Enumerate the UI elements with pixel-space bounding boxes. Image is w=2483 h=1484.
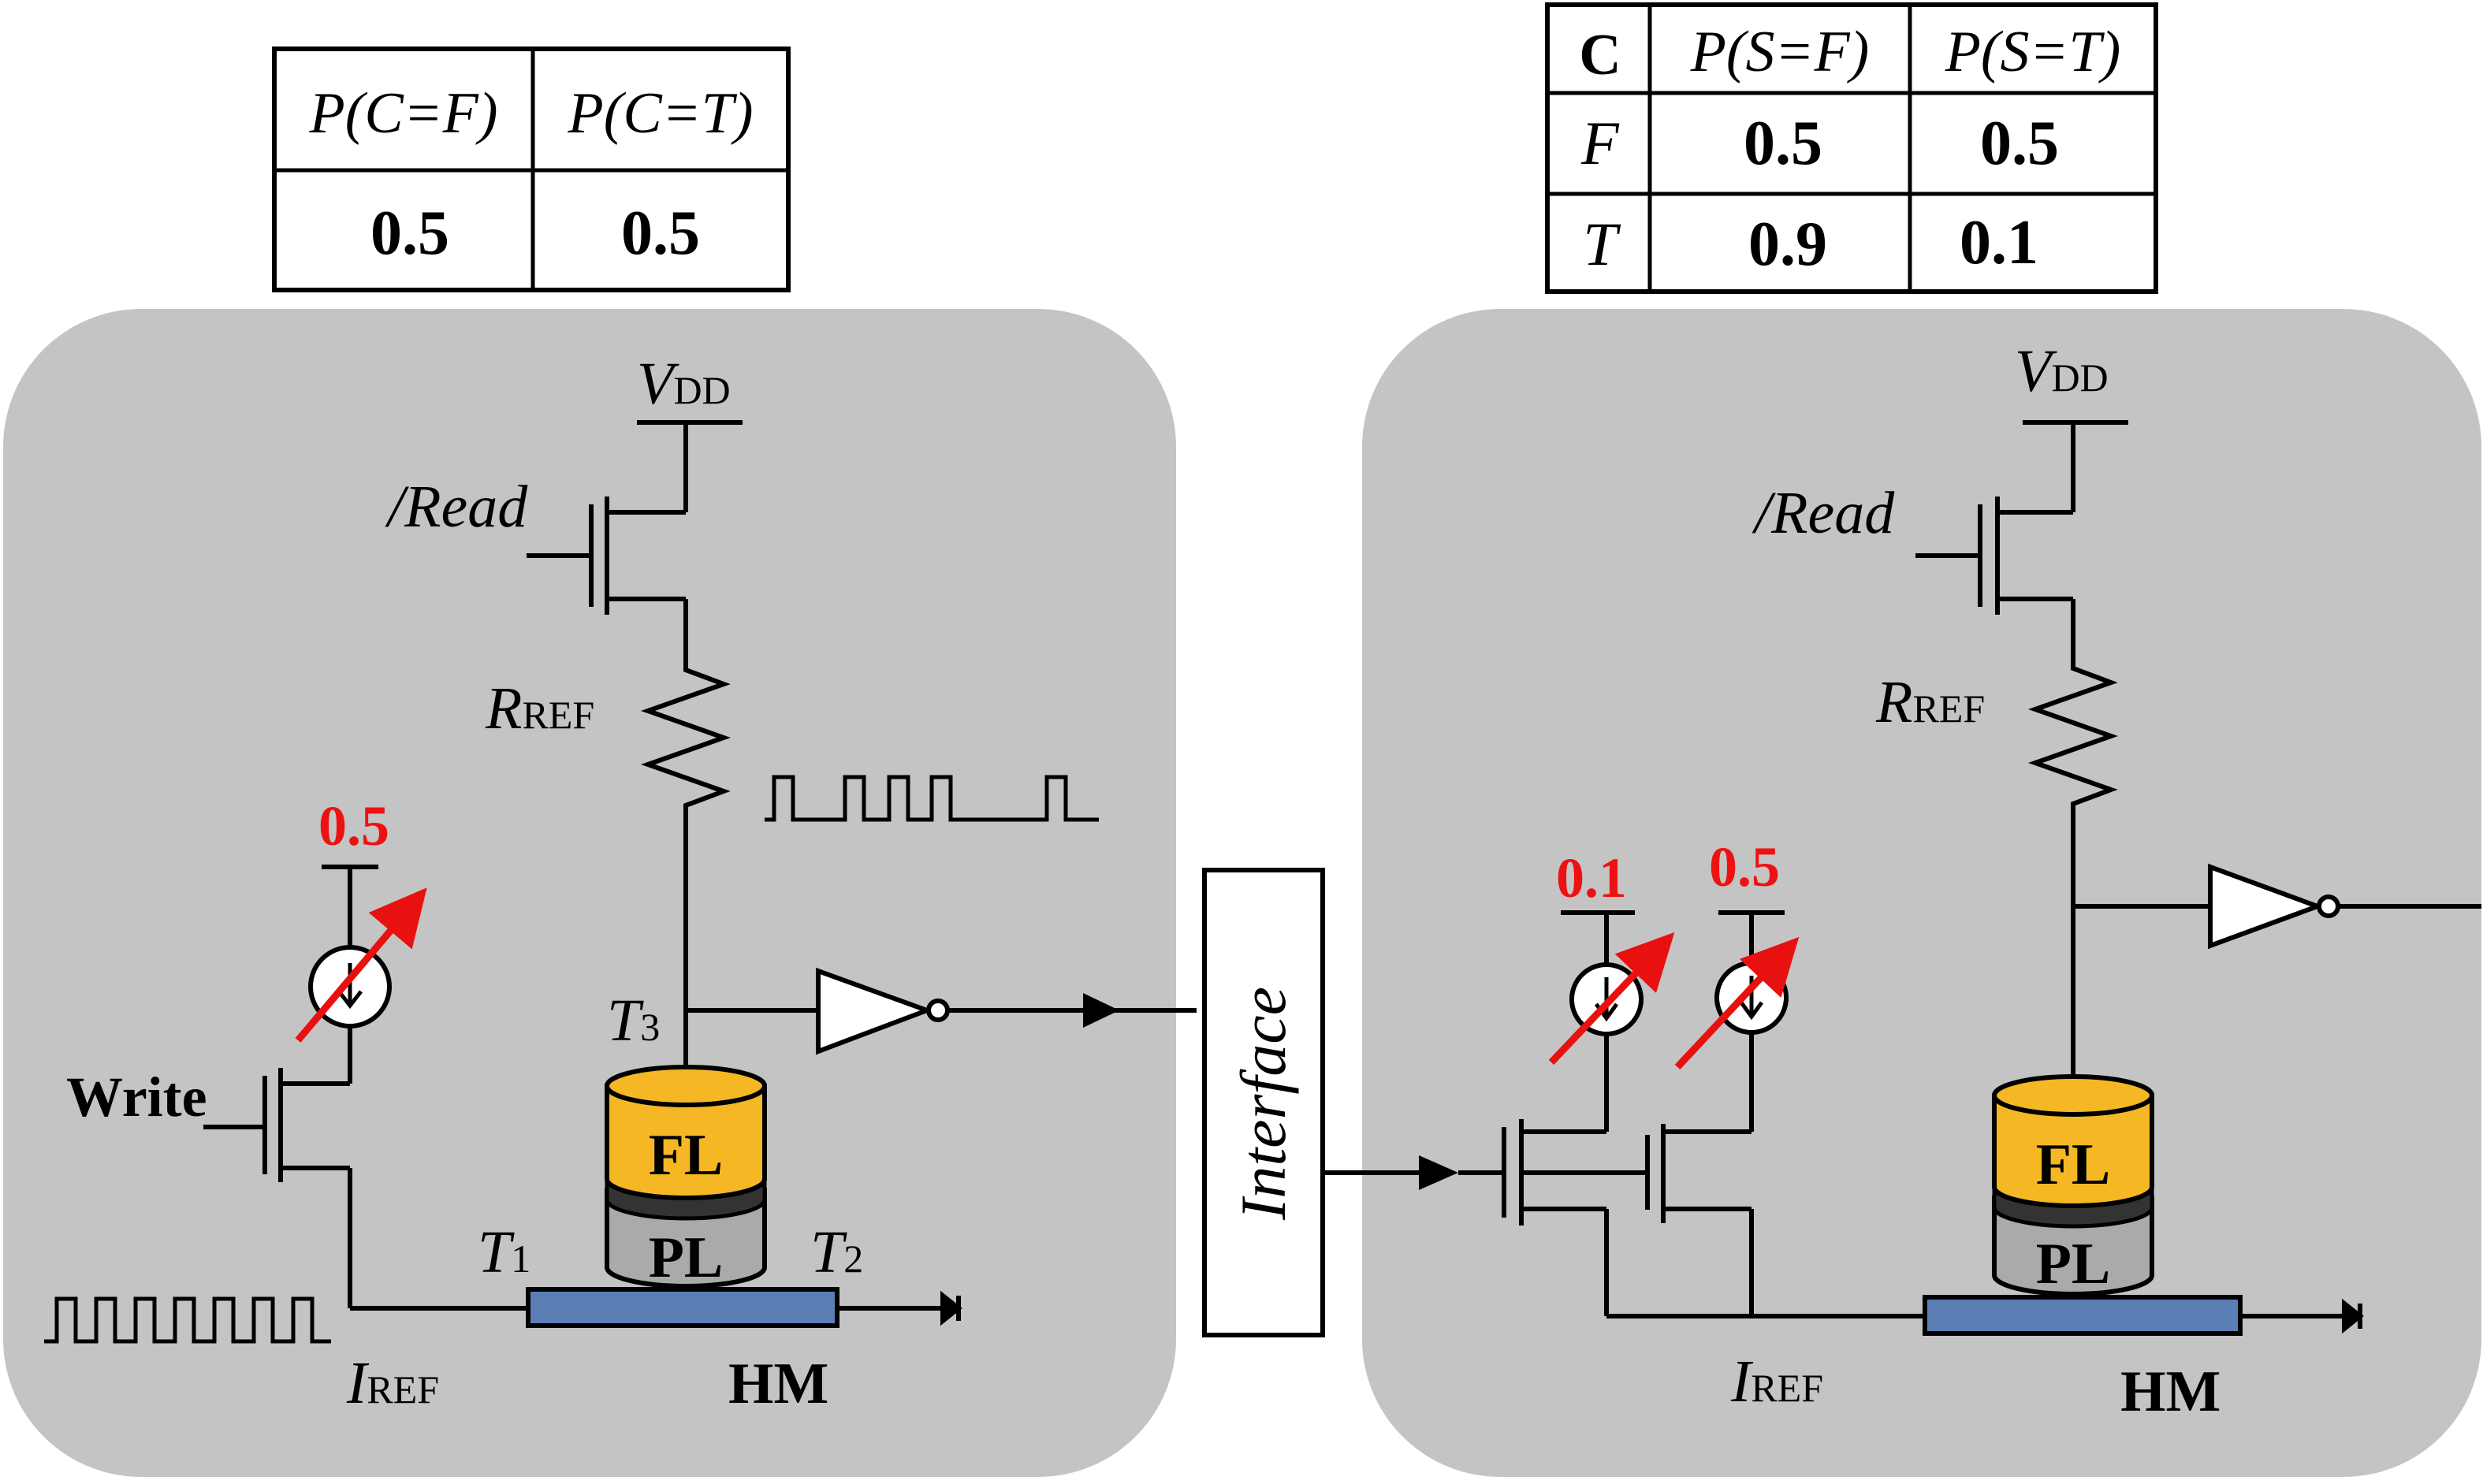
right-heavy-metal [1923, 1295, 2243, 1336]
left-t1-label: T1 [478, 1219, 530, 1285]
left-source-value: 0.5 [318, 794, 389, 857]
left-read-label: /Read [385, 474, 528, 540]
right-mtj [1923, 1074, 2243, 1336]
table-c-value-t: 0.5 [621, 199, 700, 268]
right-pl-label: PL [2036, 1232, 2111, 1296]
right-source-value-2: 0.5 [1709, 835, 1780, 898]
left-mtj [526, 1065, 839, 1328]
table-c-value-f: 0.5 [370, 199, 449, 268]
right-hm-label: HM [2120, 1359, 2221, 1424]
table-c-header-f: P(C=F) [309, 81, 498, 146]
left-t3-label: T3 [607, 987, 660, 1054]
right-iref-label: IREF [1730, 1348, 1823, 1415]
table-s-header-t: P(S=T) [1945, 20, 2121, 84]
table-s-header-f: P(S=F) [1690, 20, 1870, 84]
interface-input-arrow [1419, 1155, 1458, 1190]
table-c-header-t: P(C=T) [568, 81, 754, 146]
right-fl-label: FL [2036, 1133, 2111, 1197]
interface-label: Interface [1227, 987, 1299, 1221]
table-p-s-given-c: C P(S=F) P(S=T) F 0.5 0.5 T 0.9 0.1 [1545, 2, 2158, 294]
right-read-label: /Read [1752, 480, 1895, 546]
table-s-row-f-value-f: 0.5 [1744, 109, 1822, 178]
left-t2-label: T2 [810, 1219, 863, 1285]
table-s-row-f-cond: F [1580, 109, 1620, 177]
left-circuit [44, 420, 1197, 1344]
right-tunable-arrow-1 [1548, 932, 1675, 1066]
interface-block: Interface [1202, 868, 1325, 1337]
table-s-row-t-value-t: 0.1 [1960, 208, 2038, 277]
left-vdd-label: VDD [637, 351, 731, 417]
right-tunable-arrow-2 [1674, 936, 1800, 1070]
table-s-corner: C [1579, 23, 1621, 87]
left-iref-label: IREF [346, 1350, 439, 1416]
table-s-row-t-value-f: 0.9 [1748, 210, 1827, 279]
right-rref-label: RREF [1875, 669, 1985, 735]
left-tunable-arrow [295, 887, 427, 1043]
right-source-value-1: 0.1 [1556, 846, 1627, 909]
table-s-row-f-value-t: 0.5 [1980, 109, 2059, 178]
table-p-c: P(C=F) P(C=T) 0.5 0.5 [272, 46, 791, 292]
left-hm-label: HM [728, 1352, 828, 1416]
left-circuit-panel [3, 309, 1176, 1477]
left-fl-label: FL [649, 1123, 724, 1188]
right-vdd-label: VDD [2015, 338, 2109, 404]
write-label: Write [66, 1066, 207, 1129]
left-pl-label: PL [649, 1226, 724, 1290]
left-heavy-metal [526, 1287, 839, 1328]
table-s-row-t-cond: T [1583, 210, 1621, 278]
right-circuit-panel [1362, 309, 2481, 1477]
left-output-arrow [1083, 993, 1119, 1028]
left-rref-label: RREF [485, 675, 594, 742]
